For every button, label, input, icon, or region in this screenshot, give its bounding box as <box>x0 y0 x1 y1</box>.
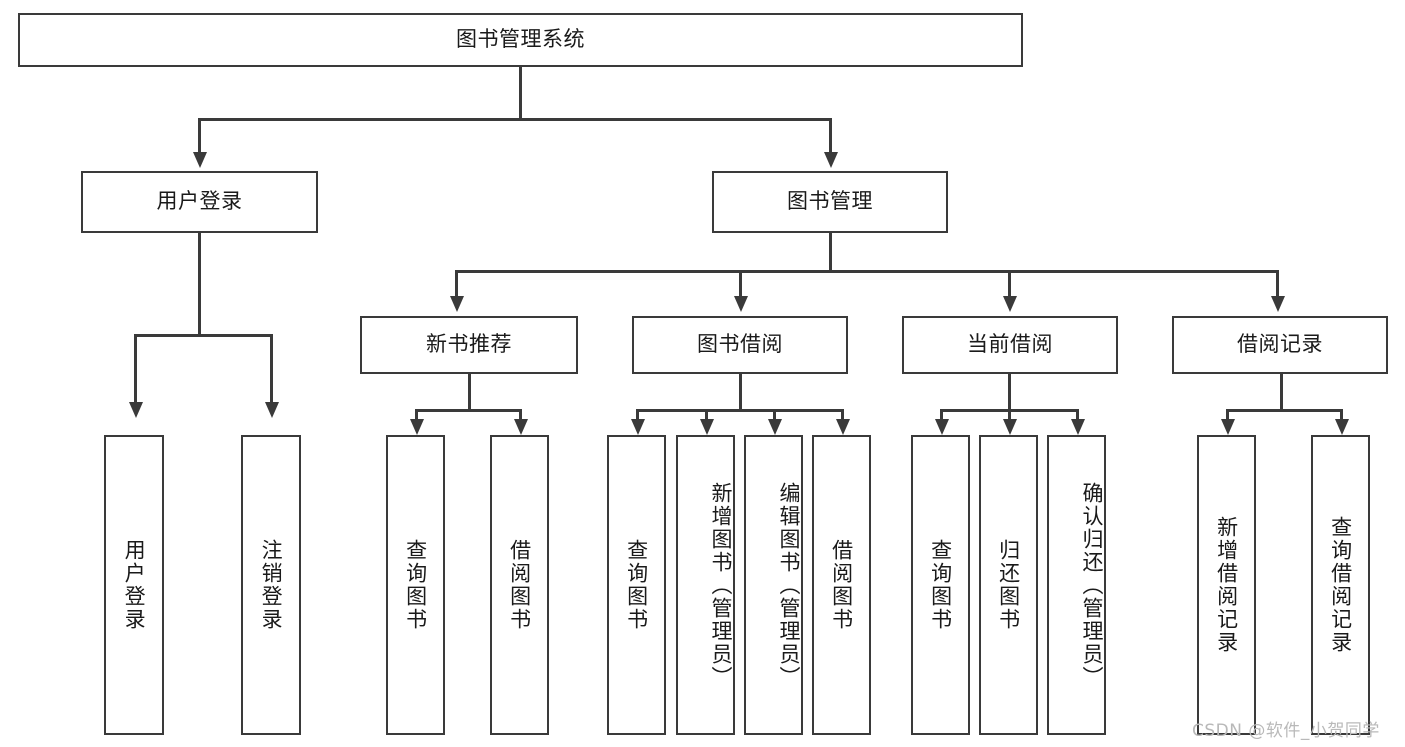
node-book-management[interactable]: 图书管理 <box>712 171 948 233</box>
arrowhead-bb-leaf-4 <box>835 419 850 435</box>
edge-book-mgmt-stem <box>829 233 832 272</box>
edge-user-login-stem <box>198 233 201 336</box>
arrowhead-br-leaf-1 <box>1220 419 1235 435</box>
node-user-login[interactable]: 用户登录 <box>81 171 318 233</box>
edge-root-bar <box>198 118 831 121</box>
leaf-user-login[interactable]: 用户登录 <box>104 435 164 735</box>
node-label: 图书借阅 <box>697 332 783 357</box>
node-label: 查询图书 <box>928 539 953 631</box>
arrowhead-br-leaf-2 <box>1334 419 1349 435</box>
arrowhead-cb-leaf-1 <box>934 419 949 435</box>
arrowhead-leaf-logout <box>264 402 279 418</box>
node-label: 借阅图书 <box>507 539 532 631</box>
arrowhead-leaf-user-login <box>128 402 143 418</box>
node-book-borrow[interactable]: 图书借阅 <box>632 316 848 374</box>
arrowhead-nb-leaf-1 <box>409 419 424 435</box>
node-label: 归还图书 <box>996 539 1021 631</box>
edge-new-book-bar <box>415 409 521 412</box>
leaf-return-book[interactable]: 归还图书 <box>979 435 1038 735</box>
arrowhead-current-borrow <box>1002 296 1017 312</box>
edge-to-user-login <box>198 118 201 153</box>
node-label: 查询借阅记录 <box>1328 516 1353 654</box>
leaf-query-borrow-record[interactable]: 查询借阅记录 <box>1311 435 1370 735</box>
edge-new-book-drop-2 <box>519 409 522 421</box>
arrowhead-cb-leaf-3 <box>1070 419 1085 435</box>
arrowhead-new-book <box>449 296 464 312</box>
node-label: 确认归还（管理员） <box>1080 481 1104 689</box>
edge-cb-drop-2 <box>1008 409 1011 421</box>
arrowhead-book-borrow <box>733 296 748 312</box>
edge-book-borrow-stem <box>739 374 742 411</box>
edge-borrow-record-bar <box>1226 409 1342 412</box>
leaf-query-book-current[interactable]: 查询图书 <box>911 435 970 735</box>
node-label: 编辑图书（管理员） <box>777 481 801 689</box>
leaf-confirm-return-admin[interactable]: 确认归还（管理员） <box>1047 435 1106 735</box>
node-label: 图书管理系统 <box>456 27 585 52</box>
arrowhead-bb-leaf-3 <box>767 419 782 435</box>
edge-current-borrow-stem <box>1008 374 1011 411</box>
edge-book-mgmt-drop-4 <box>1276 270 1279 297</box>
arrowhead-nb-leaf-2 <box>513 419 528 435</box>
edge-bb-drop-4 <box>841 409 844 421</box>
node-label: 用户登录 <box>156 189 243 214</box>
edge-root-stem <box>519 67 522 120</box>
arrowhead-book-mgmt <box>823 152 838 168</box>
edge-user-login-drop-2 <box>270 334 273 403</box>
leaf-edit-book-admin[interactable]: 编辑图书（管理员） <box>744 435 803 735</box>
node-label: 注销登录 <box>259 539 284 631</box>
leaf-query-book-borrow[interactable]: 查询图书 <box>607 435 666 735</box>
edge-to-book-mgmt <box>829 118 832 153</box>
node-label: 新增图书（管理员） <box>709 481 733 689</box>
edge-user-login-drop-1 <box>134 334 137 403</box>
leaf-borrow-book-recommend[interactable]: 借阅图书 <box>490 435 549 735</box>
edge-br-drop-1 <box>1226 409 1229 421</box>
edge-book-mgmt-drop-3 <box>1008 270 1011 297</box>
leaf-borrow-book[interactable]: 借阅图书 <box>812 435 871 735</box>
edge-book-borrow-bar <box>636 409 843 412</box>
node-label: 查询图书 <box>403 539 428 631</box>
node-label: 当前借阅 <box>967 332 1053 357</box>
leaf-query-book-recommend[interactable]: 查询图书 <box>386 435 445 735</box>
node-label: 新书推荐 <box>426 332 512 357</box>
edge-book-mgmt-drop-2 <box>739 270 742 297</box>
node-label: 查询图书 <box>624 539 649 631</box>
arrowhead-user-login <box>192 152 207 168</box>
node-label: 图书管理 <box>787 189 873 214</box>
edge-bb-drop-2 <box>705 409 708 421</box>
arrowhead-cb-leaf-2 <box>1002 419 1017 435</box>
watermark-text: CSDN @软件_小贺同学 <box>1192 721 1380 741</box>
leaf-add-book-admin[interactable]: 新增图书（管理员） <box>676 435 735 735</box>
arrowhead-bb-leaf-2 <box>699 419 714 435</box>
edge-new-book-drop-1 <box>415 409 418 421</box>
edge-user-login-bar <box>134 334 271 337</box>
edge-bb-drop-3 <box>773 409 776 421</box>
edge-cb-drop-1 <box>940 409 943 421</box>
node-label: 用户登录 <box>122 539 147 631</box>
node-root-system[interactable]: 图书管理系统 <box>18 13 1023 67</box>
node-label: 借阅记录 <box>1237 332 1323 357</box>
node-borrow-record[interactable]: 借阅记录 <box>1172 316 1388 374</box>
edge-borrow-record-stem <box>1280 374 1283 411</box>
edge-book-mgmt-drop-1 <box>455 270 458 297</box>
edge-bb-drop-1 <box>636 409 639 421</box>
edge-new-book-stem <box>468 374 471 411</box>
edge-br-drop-2 <box>1340 409 1343 421</box>
node-label: 借阅图书 <box>829 539 854 631</box>
node-label: 新增借阅记录 <box>1214 516 1239 654</box>
leaf-add-borrow-record[interactable]: 新增借阅记录 <box>1197 435 1256 735</box>
edge-cb-drop-3 <box>1076 409 1079 421</box>
arrowhead-borrow-record <box>1270 296 1285 312</box>
node-new-book-recommend[interactable]: 新书推荐 <box>360 316 578 374</box>
node-current-borrow[interactable]: 当前借阅 <box>902 316 1118 374</box>
leaf-logout[interactable]: 注销登录 <box>241 435 301 735</box>
arrowhead-bb-leaf-1 <box>630 419 645 435</box>
edge-book-mgmt-bar <box>455 270 1278 273</box>
